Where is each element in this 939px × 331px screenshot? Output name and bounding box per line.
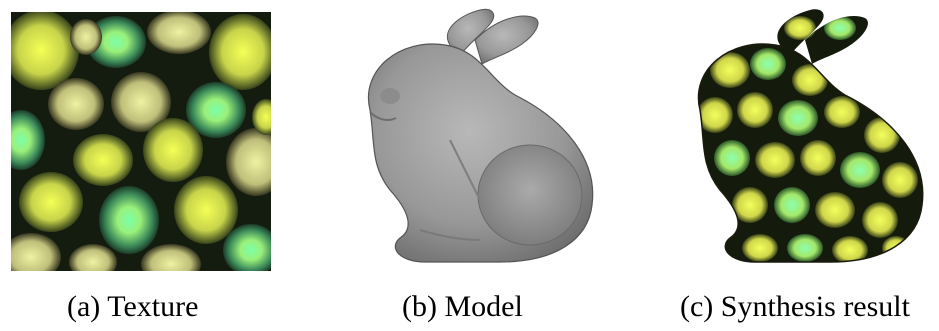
synthesis-panel xyxy=(660,0,939,270)
caption-synthesis-result: (c) Synthesis result xyxy=(680,290,910,323)
model-panel xyxy=(330,0,620,270)
texture-panel xyxy=(11,12,271,271)
synthesis-result-image xyxy=(697,9,924,263)
bunny-model-image xyxy=(367,8,594,263)
caption-model: (b) Model xyxy=(402,290,523,323)
caption-texture: (a) Texture xyxy=(67,290,199,323)
texture-image xyxy=(11,12,271,271)
